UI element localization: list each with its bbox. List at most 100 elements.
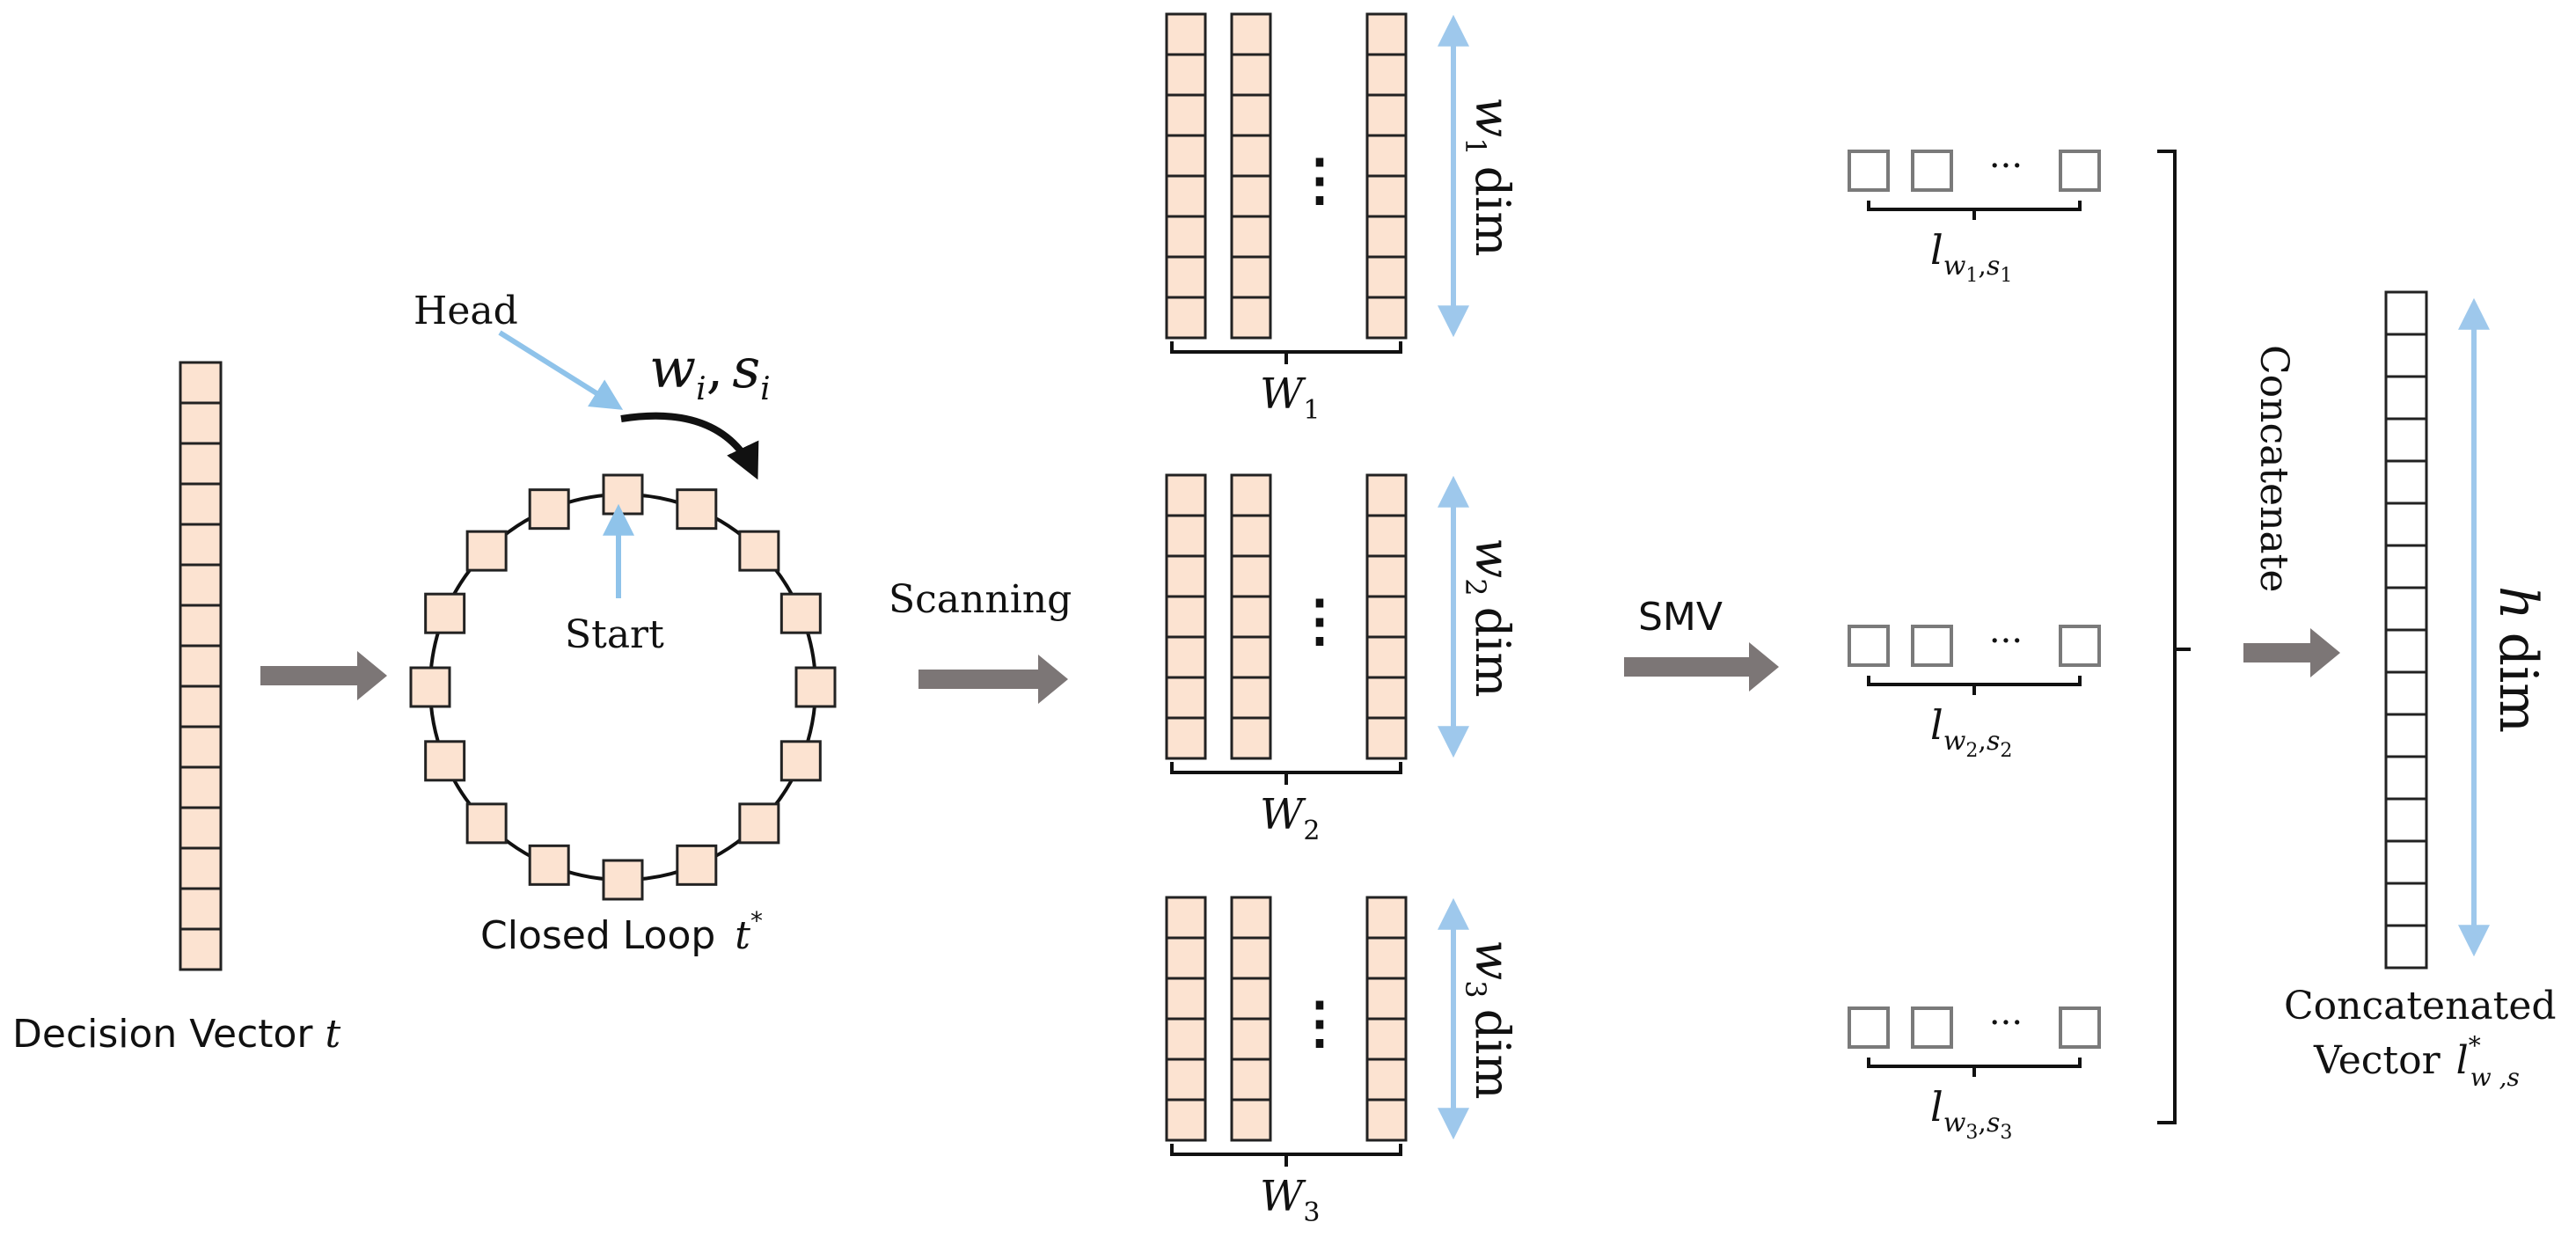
smv-output-box: [1848, 150, 1890, 192]
window-cell: [1165, 554, 1207, 598]
smv-output-brace: [1867, 201, 2082, 220]
concatenated-vector-cell: [2384, 375, 2428, 421]
window-cell: [1165, 174, 1207, 218]
window-cell: [1230, 53, 1272, 97]
smv-output-label: lw1,s1: [1930, 226, 2012, 287]
concatenated-vector-cell: [2384, 628, 2428, 674]
closed-loop-cell: [465, 802, 508, 845]
window-cell: [1165, 1058, 1207, 1102]
concatenated-vector-cell: [2384, 459, 2428, 505]
window-cell: [1365, 514, 1408, 558]
decision-vector-cell: [179, 482, 223, 526]
window-cell: [1230, 296, 1272, 340]
concatenated-vector-cell: [2384, 290, 2428, 336]
window-label: W1: [1260, 370, 1320, 426]
window-cell: [1230, 936, 1272, 980]
decision-vector-cell: [179, 846, 223, 890]
decision-vector-cell: [179, 684, 223, 728]
process-arrow-shape: [260, 651, 387, 700]
window-brace: [1170, 341, 1402, 364]
concatenated-vector-cell: [2384, 924, 2428, 970]
h-dim-label: hdim: [2487, 586, 2549, 733]
window-cell: [1230, 215, 1272, 259]
closed-loop-cell: [676, 844, 718, 886]
window-cell: [1365, 936, 1408, 980]
concatenated-vector-cell: [2384, 333, 2428, 378]
closed-loop-cell: [465, 530, 508, 572]
window-cell: [1230, 1017, 1272, 1061]
window-label: W3: [1260, 1172, 1320, 1228]
window-cell: [1365, 554, 1408, 598]
smv-output-2: ···lw2,s2: [1848, 621, 2101, 762]
decision-vector-cell: [179, 725, 223, 769]
smv-output-brace: [1867, 1058, 2082, 1077]
smv-output-groups: ··· lw1,s1 ···lw2,s2 ··· lw3,s3: [1848, 146, 2101, 1144]
window-cell: [1365, 635, 1408, 679]
concatenated-vector-cell: [2384, 713, 2428, 758]
decision-vector-cell: [179, 806, 223, 850]
closed-loop-cell: [602, 859, 644, 901]
window-cell: [1165, 635, 1207, 679]
rotation-arrow: [620, 412, 759, 480]
closed-loop-cells: [409, 473, 837, 901]
window-cell: [1365, 977, 1408, 1021]
smv-output-box: [1911, 150, 1953, 192]
window-brace: [1170, 1144, 1402, 1167]
window-dim-label: w3dim: [1459, 940, 1520, 1100]
window-cell: [1165, 134, 1207, 178]
window-cell: [1165, 936, 1207, 980]
start-label: Start: [565, 612, 664, 657]
decision-vector-cell: [179, 523, 223, 567]
concatenated-vector-cell: [2384, 544, 2428, 589]
smv-output-ellipsis: ···: [1989, 1003, 2023, 1043]
window-dim-label: w1dim: [1459, 97, 1520, 257]
window-cell: [1165, 977, 1207, 1021]
window-cell: [1165, 716, 1207, 760]
window-cell: [1165, 595, 1207, 639]
decision-vector-cell: [179, 401, 223, 445]
window-cell: [1365, 134, 1408, 178]
closed-loop-cell: [409, 666, 451, 708]
decision-vector-cell: [179, 361, 223, 405]
window-cell: [1365, 215, 1408, 259]
window-cell: [1230, 716, 1272, 760]
window-cell: [1165, 255, 1207, 299]
decision-vector-cell: [179, 765, 223, 809]
window-cell: [1365, 896, 1408, 940]
smv-label: SMV: [1638, 595, 1723, 640]
window-cell: [1365, 53, 1408, 97]
window-ellipsis: ⋮: [1292, 147, 1348, 213]
smv-output-box: [2059, 625, 2101, 667]
smv-output-3: ··· lw3,s3: [1848, 1003, 2101, 1144]
decision-vector-cell: [179, 563, 223, 607]
closed-loop-cell: [794, 666, 837, 708]
step-params-label: wi,si: [649, 336, 771, 407]
smv-output-box: [1848, 625, 1890, 667]
window-cell: [1365, 93, 1408, 137]
concatenated-vector-cell: [2384, 839, 2428, 885]
window-cell: [1365, 296, 1408, 340]
smv-output-label: lw3,s3: [1930, 1083, 2012, 1144]
window-ellipsis: ⋮: [1292, 588, 1348, 654]
window-cell: [1230, 1058, 1272, 1102]
closed-loop-label: Closed Loop t*: [480, 906, 763, 958]
window-ellipsis: ⋮: [1292, 990, 1348, 1056]
head-label: Head: [413, 289, 518, 333]
window-cell: [1230, 473, 1272, 517]
smv-output-label: lw2,s2: [1930, 701, 2012, 762]
concatenated-vector-cell: [2384, 417, 2428, 463]
closed-loop-cell: [779, 592, 822, 634]
decision-vector-label: Decision Vector t: [12, 1012, 341, 1057]
smv-output-box: [2059, 1006, 2101, 1049]
process-arrow-shape: [1624, 642, 1779, 692]
process-arrow-shape: [918, 655, 1068, 704]
window-cell: [1165, 53, 1207, 97]
smv-output-box: [1911, 1006, 1953, 1049]
closed-loop-cell: [528, 844, 570, 886]
window-cell: [1230, 676, 1272, 720]
window-cell: [1165, 473, 1207, 517]
